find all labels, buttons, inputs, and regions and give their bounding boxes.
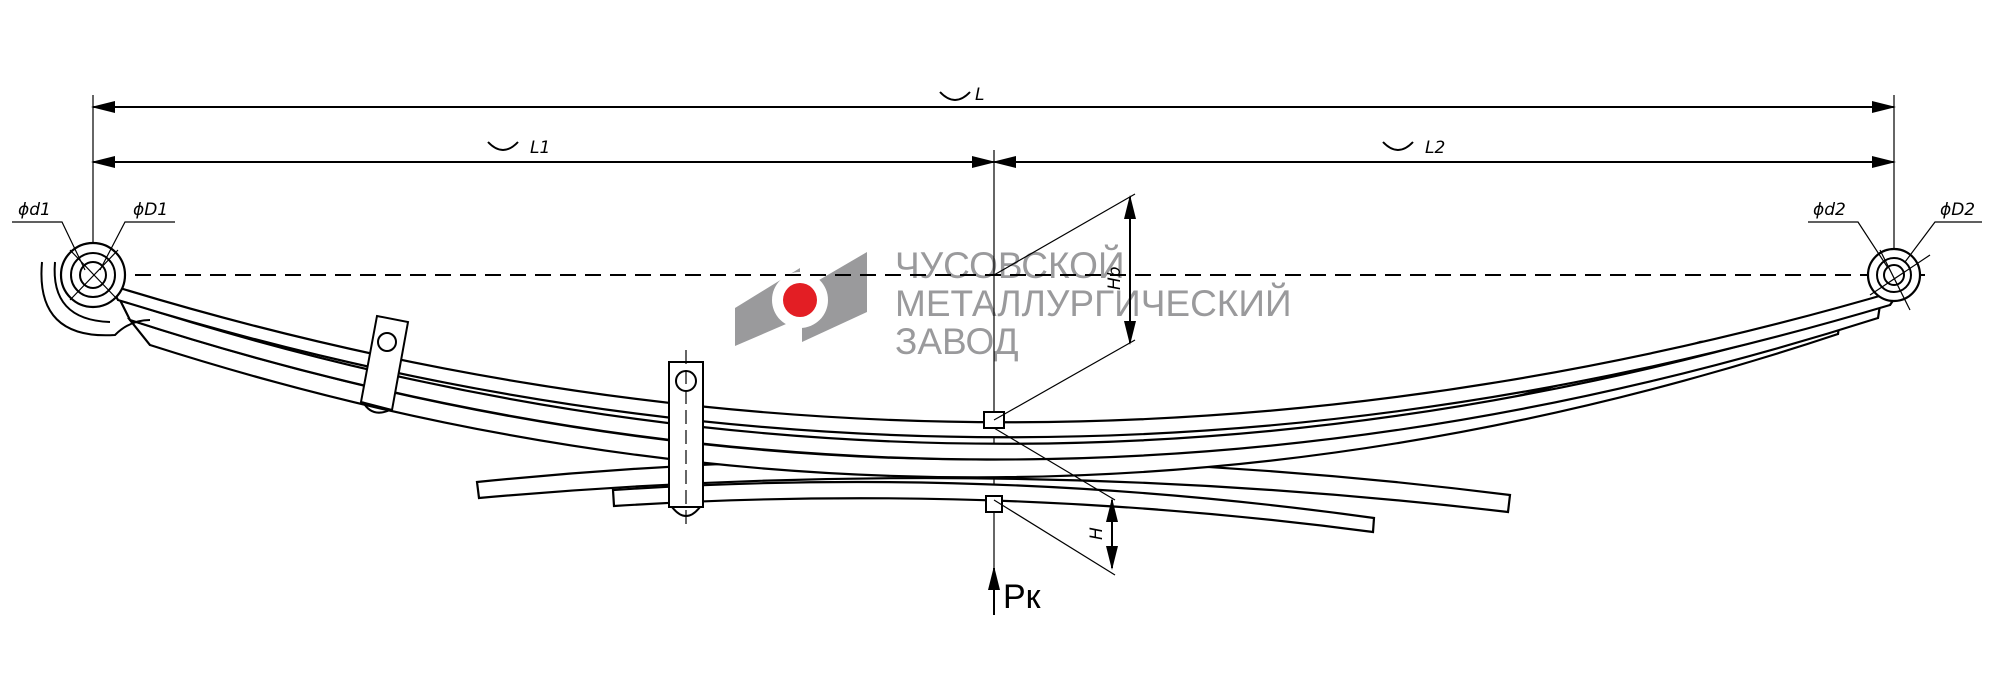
leader-d2 — [1808, 221, 1889, 269]
clamp-1 — [359, 314, 410, 414]
hb-extension-top — [993, 193, 1136, 276]
label-d1: ϕd1 — [18, 200, 51, 220]
arc-length-symbol-L2 — [1382, 141, 1414, 151]
hb-extension-bottom — [993, 339, 1136, 421]
logo-text-line3: ЗАВОД — [895, 321, 1019, 362]
label-L: L — [975, 85, 984, 105]
label-D1: ϕD1 — [133, 200, 168, 220]
leader-D1 — [99, 221, 175, 271]
clamp-2 — [668, 350, 704, 530]
label-L2: L2 — [1425, 138, 1445, 158]
label-L1: L1 — [530, 138, 550, 158]
label-Hb: Hb — [1105, 266, 1125, 290]
logo-text-line2: МЕТАЛЛУРГИЧЕСКИЙ — [895, 282, 1292, 324]
main-leaf-2 — [117, 298, 1882, 461]
eye-wrap-left — [40, 261, 151, 337]
h-extension-top — [993, 427, 1116, 501]
label-H: H — [1087, 527, 1107, 540]
logo-text-line1: ЧУСОВСКОЙ — [895, 244, 1125, 286]
leader-d1 — [12, 221, 86, 271]
eye-right — [1866, 247, 1931, 311]
arc-length-symbol-L1 — [487, 141, 519, 151]
arc-length-symbol-L — [939, 91, 971, 101]
helper-leaf-2 — [611, 480, 1376, 534]
h-extension-bottom — [993, 499, 1116, 576]
eye-wrap-left-inner — [53, 261, 111, 323]
label-D2: ϕD2 — [1940, 200, 1975, 220]
logo-red-dot — [783, 283, 817, 317]
eye-left — [59, 241, 127, 309]
label-Pk: Pк — [1003, 578, 1042, 616]
label-d2: ϕd2 — [1813, 200, 1846, 220]
center-bolt-nut — [985, 495, 1003, 513]
leader-D2 — [1904, 221, 1982, 263]
company-logo: ЧУСОВСКОЙ МЕТАЛЛУРГИЧЕСКИЙ ЗАВОД — [735, 244, 1292, 362]
